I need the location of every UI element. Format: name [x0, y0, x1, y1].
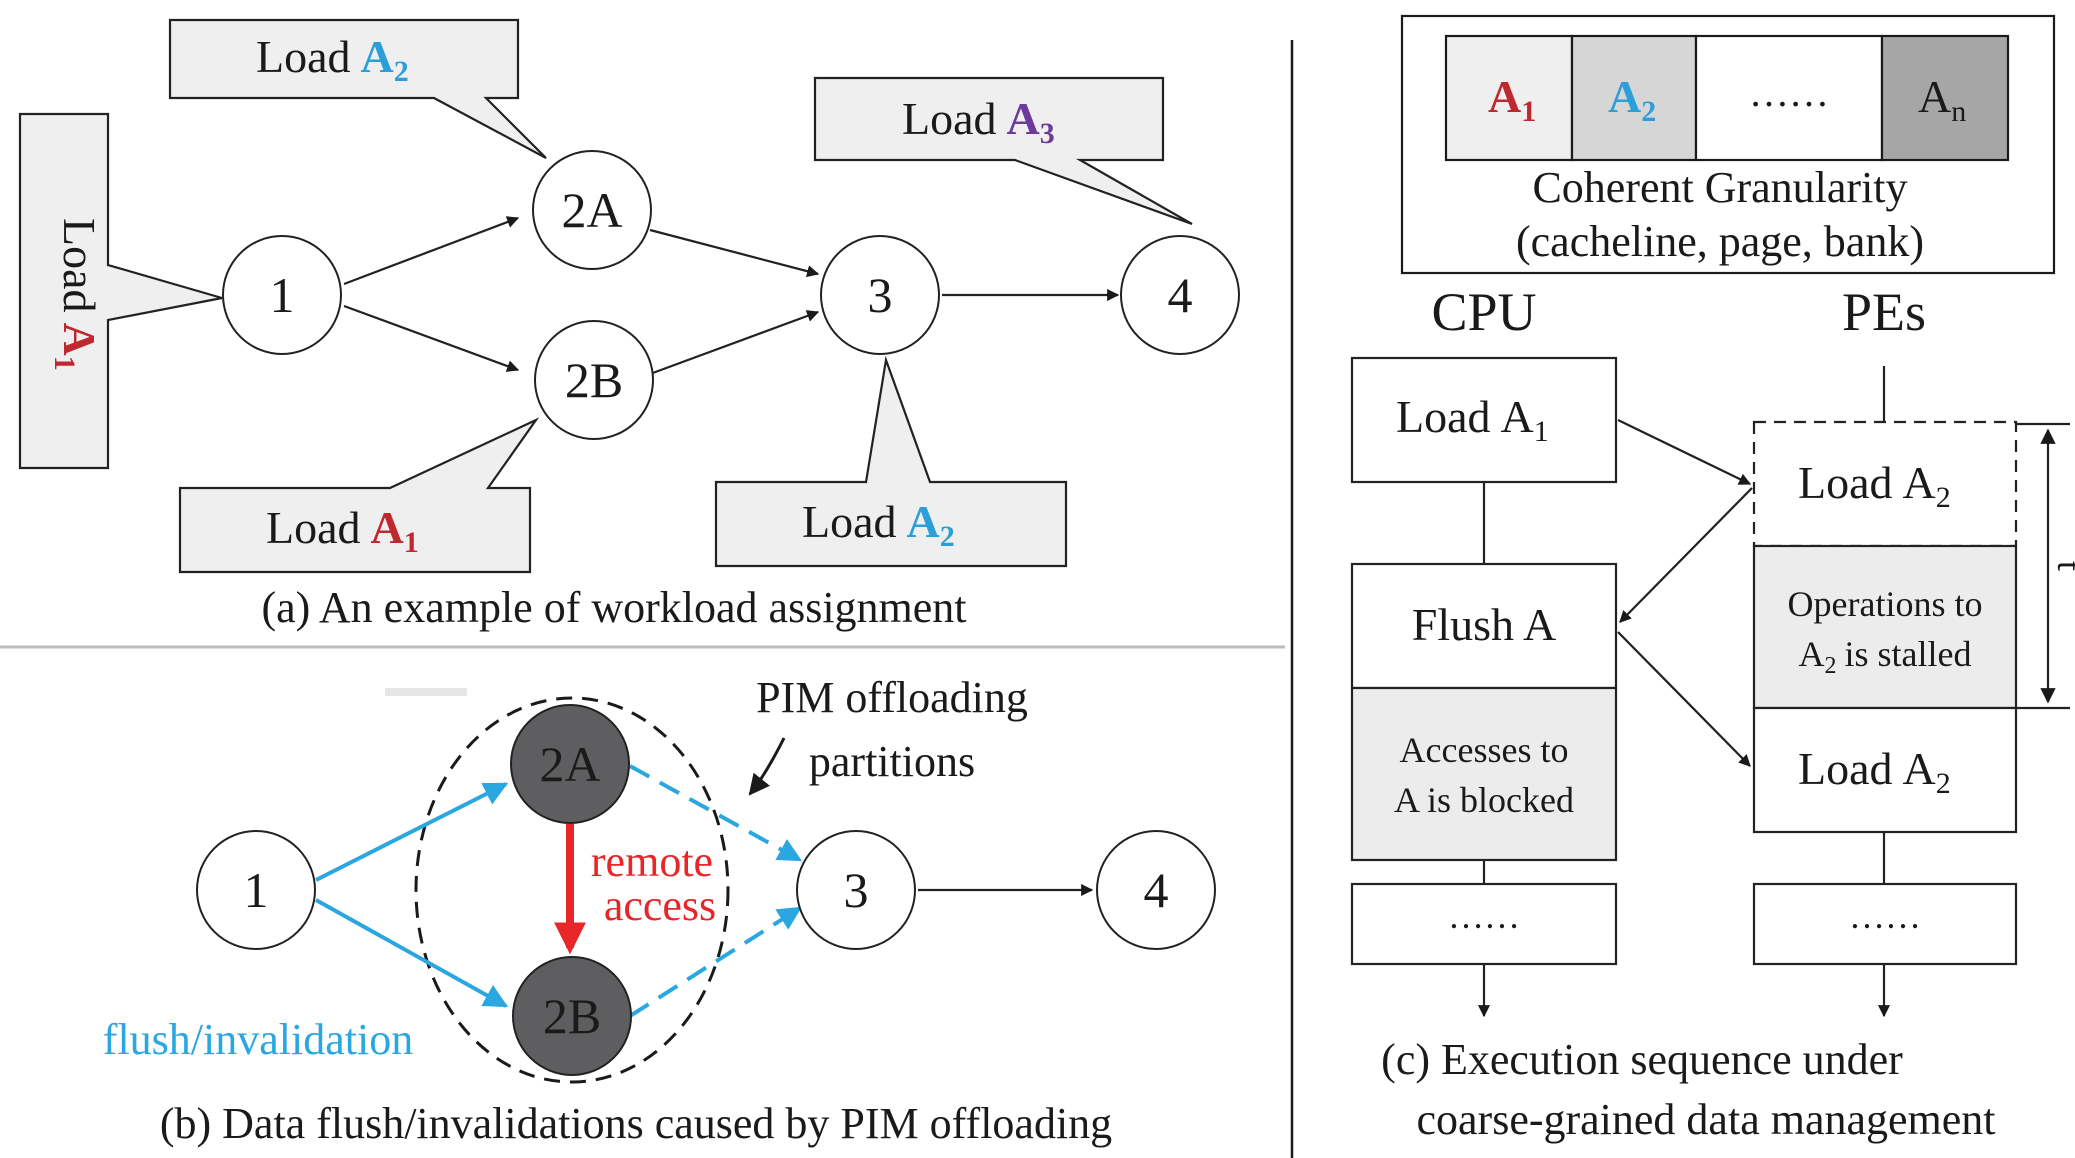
svg-text:3: 3	[844, 862, 869, 918]
cpu-blocked-box	[1350, 686, 1618, 862]
cpu-flush-text: Flush A	[1412, 599, 1556, 650]
partition-label-line2: partitions	[809, 737, 975, 786]
svg-text:2B: 2B	[543, 988, 601, 1044]
svg-text:4: 4	[1168, 267, 1193, 323]
node-a-3: 3	[820, 235, 940, 355]
svg-text:2A: 2A	[561, 182, 622, 238]
svg-text:1: 1	[270, 267, 295, 323]
remote-label-line1: remote	[591, 837, 713, 886]
edge-a-1-2a	[343, 216, 520, 286]
callout-load-a2-bottom	[714, 355, 1068, 568]
caption-c-line1: (c) Execution sequence under	[1381, 1035, 1903, 1084]
node-a-2a: 2A	[532, 150, 652, 270]
arrow-pe-to-cpu-flush	[1619, 487, 1753, 623]
svg-text:2B: 2B	[565, 352, 623, 408]
panel-c: A1 A2 …… An Coherent Granularity (cachel…	[1350, 14, 2075, 1144]
partition-ellipse	[414, 696, 730, 1084]
gran-cell-a1	[1444, 34, 1574, 162]
edge-a-2b-3	[649, 310, 820, 376]
node-b-4: 4	[1096, 830, 1216, 950]
node-b-2b: 2B	[512, 956, 632, 1076]
panel-b: 1 2A 2B 3 4 remote access PIM offloading…	[103, 673, 1216, 1148]
edge-a-1-2b	[343, 304, 520, 372]
edge-b-1-2b	[315, 898, 509, 1008]
node-a-1: 1	[222, 235, 342, 355]
node-a-2b: 2B	[534, 320, 654, 440]
cpu-flush-box	[1350, 562, 1618, 690]
pe-dots-box	[1752, 882, 2018, 966]
node-a-4: 4	[1120, 235, 1240, 355]
gran-cell-an-text: An	[1918, 71, 1966, 128]
gran-cell-a2-text: A2	[1608, 71, 1656, 128]
svg-text:3: 3	[868, 267, 893, 323]
gran-cell-an	[1880, 34, 2010, 162]
pe-stalled-line1: Operations to	[1788, 584, 1983, 624]
pe-load-a2-dashed-box	[1752, 420, 2018, 548]
callout-load-a1-left	[18, 112, 223, 470]
pe-load-a2-box	[1752, 706, 2018, 834]
pes-label: PEs	[1842, 282, 1926, 342]
cpu-blocked-line2: A is blocked	[1394, 780, 1574, 820]
partition-label-line1: PIM offloading	[756, 673, 1028, 722]
gran-cell-dots-text: ……	[1749, 70, 1829, 115]
svg-text:4: 4	[1144, 862, 1169, 918]
edge-b-1-2a	[315, 782, 509, 882]
cpu-label: CPU	[1431, 282, 1536, 342]
cpu-blocked-line1: Accesses to	[1400, 730, 1569, 770]
arrow-cpu-to-pe-load	[1617, 419, 1752, 485]
caption-b: (b) Data flush/invalidations caused by P…	[160, 1099, 1112, 1148]
node-b-3: 3	[796, 830, 916, 950]
remote-label-line2: access	[604, 881, 716, 930]
node-b-2a: 2A	[510, 704, 630, 824]
pe-stalled-box	[1752, 544, 2018, 710]
caption-c-line2: coarse-grained data management	[1416, 1095, 1995, 1144]
svg-text:2A: 2A	[539, 736, 600, 792]
pe-dots-text: ……	[1849, 896, 1921, 936]
gran-cell-dots	[1694, 34, 1884, 162]
granularity-title: Coherent Granularity	[1532, 163, 1907, 212]
t-label: t	[2050, 561, 2075, 571]
callout-load-a2-top	[168, 18, 547, 159]
cpu-dots-text: ……	[1448, 896, 1520, 936]
gran-cell-a2	[1570, 34, 1698, 162]
edge-a-2a-3	[649, 228, 820, 278]
svg-text:1: 1	[244, 862, 269, 918]
partition-pointer	[748, 737, 786, 796]
callout-load-a1-bottom	[178, 417, 540, 574]
small-gray-mark	[385, 688, 467, 696]
cpu-load-a1-box	[1350, 356, 1618, 484]
caption-a: (a) An example of workload assignment	[261, 583, 966, 632]
cpu-dots-box	[1350, 882, 1618, 966]
gran-cell-a1-text: A1	[1488, 71, 1536, 128]
granularity-sub: (cacheline, page, bank)	[1516, 217, 1924, 266]
callout-load-a1-left-text: LoadA1	[48, 218, 105, 371]
flush-label: flush/invalidation	[103, 1015, 413, 1064]
callout-load-a3	[813, 76, 1193, 226]
arrow-cpu-flush-to-pe-load	[1617, 631, 1751, 767]
node-b-1: 1	[196, 830, 316, 950]
